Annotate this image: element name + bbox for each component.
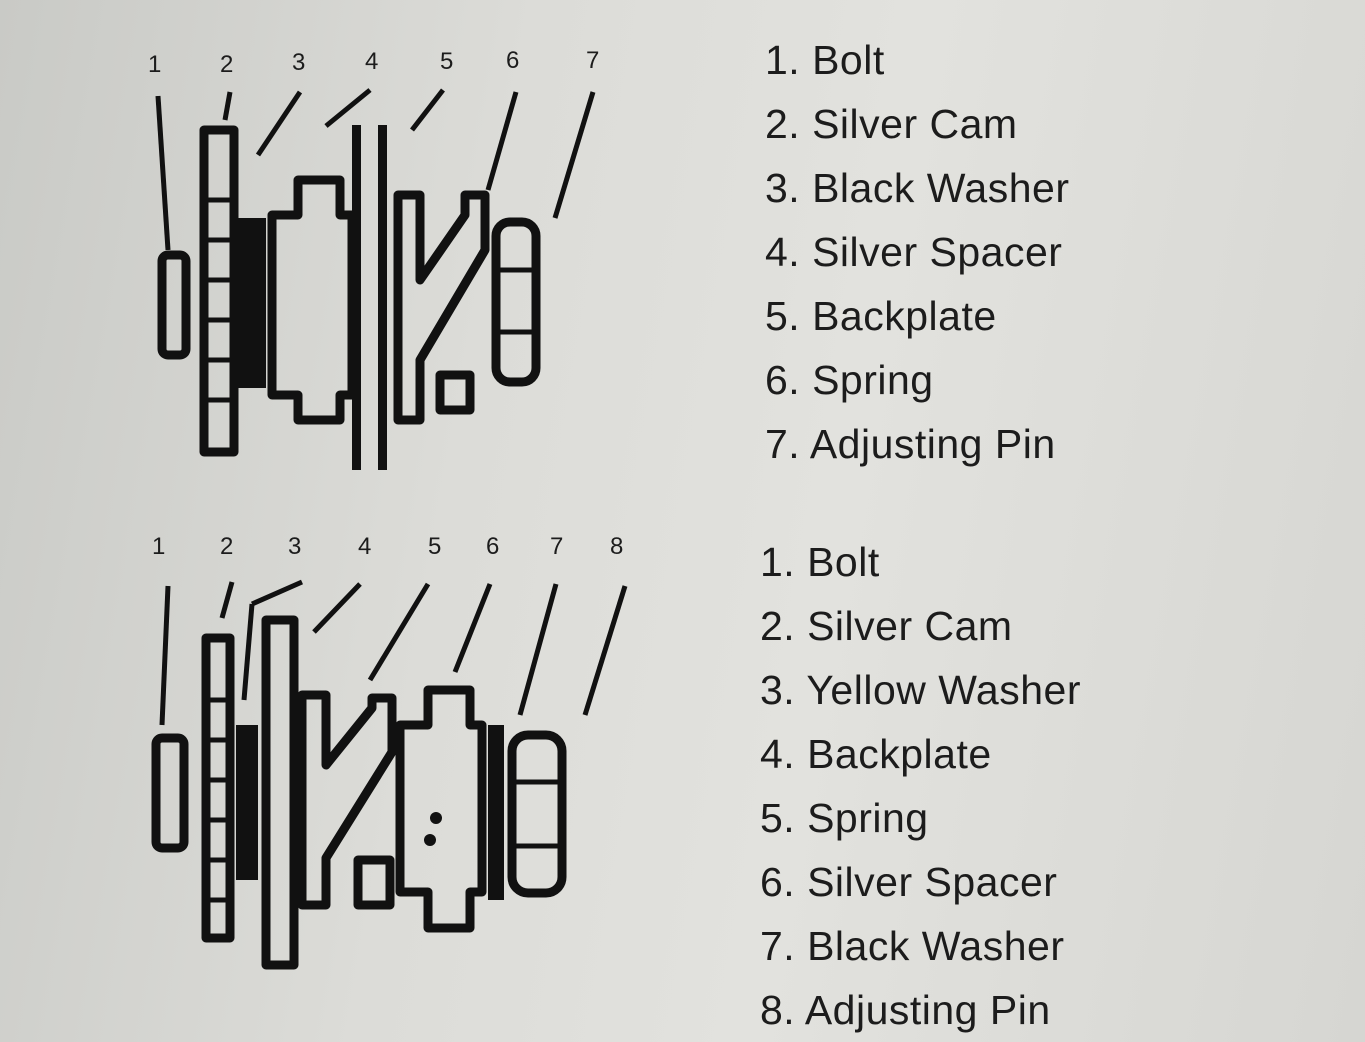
top-bolt [157,250,191,360]
legend-item-black-washer: 3. Black Washer [765,165,1070,211]
legend-item-bolt: 1. Bolt [765,37,885,83]
bottom-spring [297,690,397,910]
bottom-parts-legend: 1. Bolt 2. Silver Cam 3. Yellow Washer 4… [760,530,1081,1042]
legend-item-spring: 5. Spring [760,795,929,841]
callout-4: 4 [358,533,371,560]
callout-6: 6 [486,533,499,560]
legend-item-backplate: 4. Backplate [760,731,992,777]
legend-item-yellow-washer: 3. Yellow Washer [760,667,1081,713]
legend-item-adjusting-pin: 7. Adjusting Pin [765,421,1056,467]
legend-item-silver-cam: 2. Silver Cam [765,101,1018,147]
bottom-adjusting-pin [507,730,567,898]
callout-7: 7 [550,533,563,560]
callout-3: 3 [288,533,301,560]
callout-5: 5 [440,48,453,75]
bottom-silver-spacer [395,685,487,933]
top-black-washer [238,218,266,388]
legend-item-silver-spacer: 4. Silver Spacer [765,229,1063,275]
callout-5: 5 [428,533,441,560]
bottom-bolt [151,733,189,853]
callout-7: 7 [586,47,599,74]
callout-2: 2 [220,51,233,78]
bottom-callout-numbers: 1 2 3 4 5 6 7 8 [152,533,623,560]
top-leader-lines [155,88,596,251]
top-adjusting-pin [491,217,541,387]
legend-item-silver-cam: 2. Silver Cam [760,603,1013,649]
callout-1: 1 [152,533,165,560]
bottom-backplate [261,615,299,970]
top-silver-spacer [267,175,357,425]
callout-2: 2 [220,533,233,560]
legend-item-bolt: 1. Bolt [760,539,880,585]
top-spring [393,190,490,425]
legend-item-backplate: 5. Backplate [765,293,997,339]
bottom-leader-lines [159,579,628,726]
legend-item-adjusting-pin: 8. Adjusting Pin [760,987,1051,1033]
bottom-exploded-diagram: 1 2 3 4 5 6 7 8 [0,520,730,1042]
callout-3: 3 [292,49,305,76]
top-silver-cam [199,125,239,457]
legend-item-silver-spacer: 6. Silver Spacer [760,859,1058,905]
legend-item-spring: 6. Spring [765,357,934,403]
top-callout-numbers: 1 2 3 4 5 6 7 [148,47,599,78]
callout-1: 1 [148,51,161,78]
top-exploded-diagram: 1 2 3 4 5 6 7 [0,0,730,500]
callout-4: 4 [365,48,378,75]
callout-6: 6 [506,47,519,74]
top-parts-legend: 1. Bolt 2. Silver Cam 3. Black Washer 4.… [765,28,1069,476]
bottom-black-washer [488,725,504,900]
callout-8: 8 [610,533,623,560]
legend-item-black-washer: 7. Black Washer [760,923,1065,969]
top-backplate [352,125,387,470]
bottom-silver-cam [201,633,235,943]
bottom-yellow-washer [236,725,258,880]
